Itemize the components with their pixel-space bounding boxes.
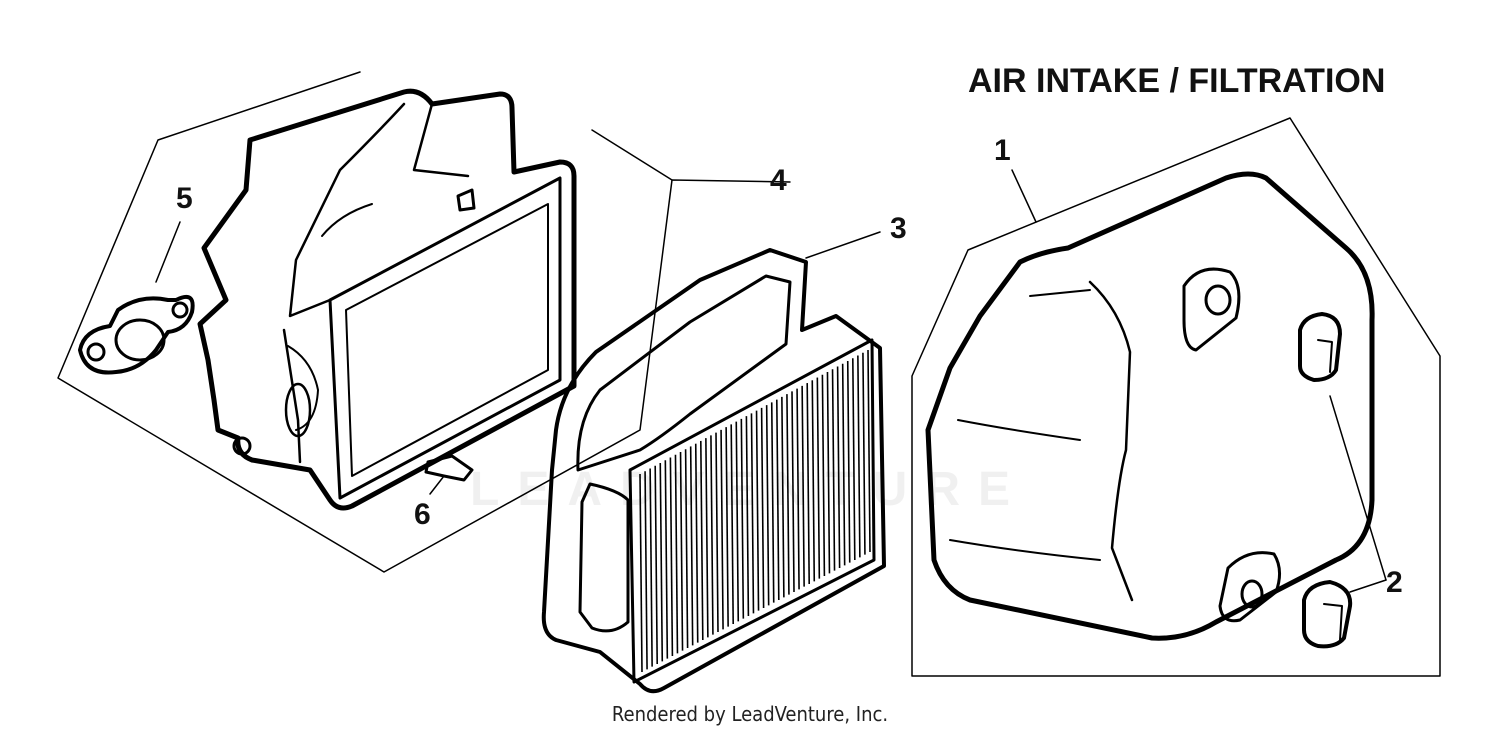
callout-6[interactable]: 6 xyxy=(414,498,431,531)
filter-pleat xyxy=(664,460,669,659)
filter-pleat xyxy=(841,363,846,566)
group-outline-4 xyxy=(57,71,791,573)
filter-pleat xyxy=(740,418,745,619)
filter-pleat xyxy=(755,410,760,611)
filter-pleat xyxy=(776,399,780,601)
part-gasket[interactable] xyxy=(78,221,195,375)
filter-pleat xyxy=(806,383,810,585)
filter-pleat xyxy=(801,385,805,587)
filter-pleat xyxy=(644,471,648,670)
filter-pleat xyxy=(811,380,816,582)
part-air-filter-element[interactable] xyxy=(541,248,886,694)
diagram-title: AIR INTAKE / FILTRATION xyxy=(968,62,1386,100)
callout-4[interactable]: 4 xyxy=(770,164,787,197)
filter-pleat xyxy=(770,402,775,603)
filter-pleat xyxy=(710,435,714,635)
filter-pleat xyxy=(816,377,821,579)
filter-pleat xyxy=(791,391,795,593)
filter-pleat xyxy=(745,416,750,617)
filter-pleat xyxy=(735,421,740,622)
filter-pleat xyxy=(750,413,755,614)
part-air-cleaner-base[interactable] xyxy=(197,88,577,511)
footer-credit: Rendered by LeadVenture, Inc. xyxy=(611,702,889,726)
callout-5[interactable]: 5 xyxy=(176,182,193,215)
filter-pleat xyxy=(846,361,851,563)
filter-pleat xyxy=(786,394,790,595)
filter-pleat xyxy=(654,465,658,665)
filter-pleat xyxy=(715,432,719,633)
filter-pleat xyxy=(857,355,861,558)
part-cover-knobs[interactable] xyxy=(1298,312,1387,649)
filter-pleat xyxy=(705,438,709,638)
callout-1[interactable]: 1 xyxy=(994,134,1011,167)
filter-pleat xyxy=(867,349,871,553)
filter-pleat xyxy=(639,473,643,673)
filter-pleat xyxy=(796,388,800,590)
filter-pleat xyxy=(725,427,729,627)
filter-pleat xyxy=(781,396,785,598)
filter-pleat xyxy=(659,462,664,662)
filter-pleat xyxy=(649,468,653,667)
filter-pleat xyxy=(831,369,836,571)
filter-pleat xyxy=(674,454,679,654)
group-outline-1 xyxy=(911,117,1441,677)
filter-pleat xyxy=(765,405,770,606)
filter-pleat xyxy=(689,446,694,646)
callout-3[interactable]: 3 xyxy=(890,212,907,245)
filter-pleat xyxy=(821,374,826,577)
part-fastener[interactable] xyxy=(424,454,474,495)
filter-pleat xyxy=(730,424,734,625)
watermark-text: LEADVENTURE xyxy=(470,463,1029,516)
filter-pleat xyxy=(694,443,699,643)
filter-pleats xyxy=(639,349,871,673)
filter-pleat xyxy=(836,366,841,569)
filter-pleat xyxy=(679,451,684,651)
filter-pleat xyxy=(700,440,704,641)
filter-pleat xyxy=(852,358,856,561)
filter-pleat xyxy=(669,457,674,657)
filter-pleat xyxy=(862,352,866,555)
filter-pleat xyxy=(760,407,765,609)
callout-2[interactable]: 2 xyxy=(1386,566,1403,599)
filter-pleat xyxy=(684,449,689,649)
leader-lines xyxy=(805,169,1037,259)
filter-pleat xyxy=(826,372,831,574)
filter-pleat xyxy=(720,429,724,630)
part-air-cleaner-cover[interactable] xyxy=(925,171,1375,641)
